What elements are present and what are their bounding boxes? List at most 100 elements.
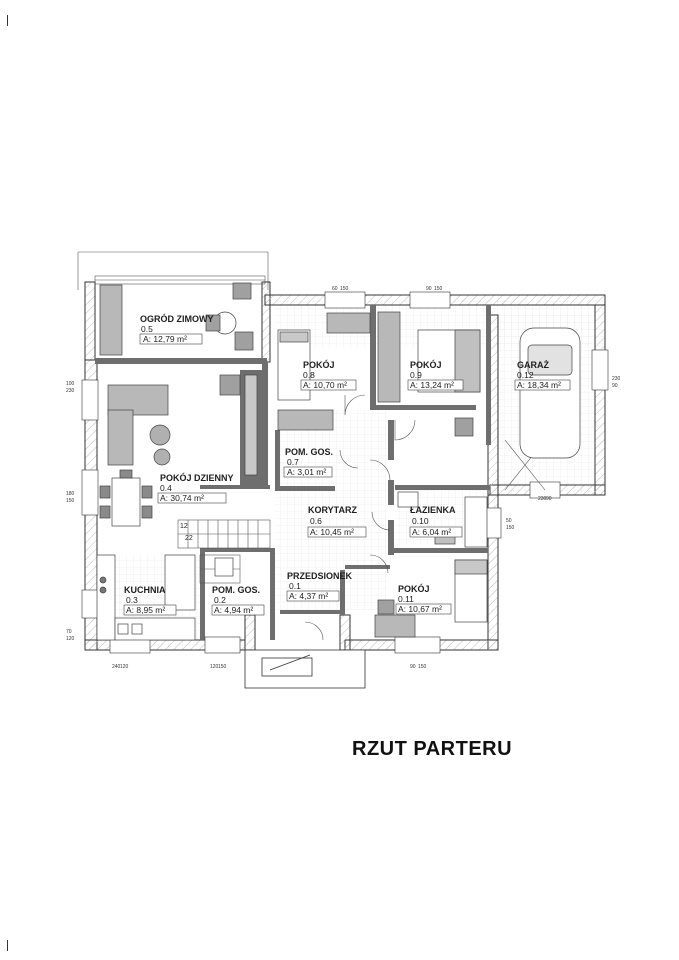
room-number: 0.12 xyxy=(517,370,534,380)
room-area: A: 10,70 m² xyxy=(303,380,347,390)
room-label-przedsionek: PRZEDSIONEK 0.1 A: 4,37 m² xyxy=(286,571,353,602)
pillow-icon xyxy=(279,331,309,343)
svg-text:150: 150 xyxy=(218,664,227,670)
staircase xyxy=(177,519,271,584)
kitchen-counter-icon xyxy=(114,617,196,641)
wardrobe-icon xyxy=(377,311,401,403)
pillow-icon xyxy=(454,559,488,575)
winter-garden-frame xyxy=(77,251,269,290)
room-area: A: 4,94 m² xyxy=(214,605,253,615)
room-area: A: 12,79 m² xyxy=(143,334,187,344)
room-number: 0.1 xyxy=(289,581,301,591)
sofa-icon xyxy=(107,409,134,466)
entrance-porch xyxy=(244,649,366,689)
sink-icon xyxy=(131,623,143,635)
svg-text:120: 120 xyxy=(66,636,75,642)
dining-table-icon xyxy=(111,477,141,527)
svg-text:90: 90 xyxy=(426,286,432,292)
svg-text:180: 180 xyxy=(66,491,75,497)
chair-icon xyxy=(232,282,252,300)
chair-icon xyxy=(234,331,254,351)
room-number: 0.4 xyxy=(160,483,172,493)
room-number: 0.9 xyxy=(410,370,422,380)
room-name: POKÓJ xyxy=(398,583,430,594)
svg-text:90: 90 xyxy=(410,664,416,670)
svg-text:150: 150 xyxy=(506,525,515,531)
room-number: 0.8 xyxy=(303,370,315,380)
room-area: A: 3,01 m² xyxy=(287,467,326,477)
sink-icon xyxy=(117,623,129,635)
svg-text:50: 50 xyxy=(506,518,512,524)
room-area: A: 10,45 m² xyxy=(310,527,354,537)
room-area: A: 18,34 m² xyxy=(517,380,561,390)
wardrobe-icon xyxy=(277,409,334,431)
room-number: 0.7 xyxy=(287,457,299,467)
stair-label: 22 xyxy=(185,535,193,542)
car-windshield-icon xyxy=(527,344,573,376)
room-name: POKÓJ xyxy=(303,359,335,370)
svg-text:230: 230 xyxy=(66,388,75,394)
svg-text:230: 230 xyxy=(538,496,547,502)
svg-text:120: 120 xyxy=(120,664,129,670)
room-number: 0.10 xyxy=(412,516,429,526)
kitchen-island-icon xyxy=(164,554,196,611)
room-name: PRZEDSIONEK xyxy=(287,571,353,581)
room-name: ŁAZIENKA xyxy=(410,505,456,515)
page-edge-mark xyxy=(7,940,8,951)
room-label-pokoj09: POKÓJ 0.9 A: 13,24 m² xyxy=(407,359,464,391)
room-name: POM. GOS. xyxy=(285,447,333,457)
room-number: 0.2 xyxy=(214,595,226,605)
furniture xyxy=(96,282,581,641)
room-name: POKÓJ xyxy=(410,359,442,370)
armchair-icon xyxy=(219,374,241,396)
room-label-pokoj011: POKÓJ 0.11 A: 10,67 m² xyxy=(395,583,452,615)
room-area: A: 6,04 m² xyxy=(412,527,451,537)
chair-icon xyxy=(99,485,111,499)
sofa-icon xyxy=(99,284,123,356)
room-label-dzienny: POKÓJ DZIENNY 0.4 A: 30,74 m² xyxy=(157,472,234,504)
svg-text:150: 150 xyxy=(434,286,443,292)
room-number: 0.5 xyxy=(141,324,153,334)
side-table-icon xyxy=(149,424,171,446)
toilet-icon xyxy=(397,491,419,508)
room-number: 0.11 xyxy=(398,594,414,604)
chair-icon xyxy=(141,505,153,519)
room-name: POKÓJ DZIENNY xyxy=(160,472,234,483)
svg-text:90: 90 xyxy=(612,383,618,389)
side-table-icon xyxy=(153,448,171,466)
chair-icon xyxy=(141,485,153,499)
stair-label: 12 xyxy=(180,523,188,530)
room-name: KUCHNIA xyxy=(124,585,166,595)
svg-text:230: 230 xyxy=(612,376,621,382)
room-label-pomgos02: POM. GOS. 0.2 A: 4,94 m² xyxy=(211,585,265,616)
svg-text:90: 90 xyxy=(546,496,552,502)
svg-text:60: 60 xyxy=(332,286,338,292)
room-label-lazienka: ŁAZIENKA 0.10 A: 6,04 m² xyxy=(409,505,463,538)
cooktop-icon xyxy=(99,576,107,584)
room-area: A: 8,95 m² xyxy=(126,605,165,615)
room-number: 0.3 xyxy=(126,595,138,605)
tv-cabinet-icon xyxy=(244,374,258,476)
desk-icon xyxy=(326,312,371,334)
page-edge-mark xyxy=(7,15,8,26)
chair-icon xyxy=(377,599,395,615)
chair-icon xyxy=(205,314,221,332)
room-area: A: 13,24 m² xyxy=(410,380,454,390)
svg-text:150: 150 xyxy=(418,664,427,670)
svg-text:150: 150 xyxy=(66,498,75,504)
dimension-marks: 60 150 90 150 100 230 180 150 70 120 240… xyxy=(66,286,621,670)
toilet-icon xyxy=(214,557,234,577)
room-label-kuchnia: KUCHNIA 0.3 A: 8,95 m² xyxy=(123,585,177,616)
svg-text:150: 150 xyxy=(340,286,349,292)
room-label-ogrod: OGRÓD ZIMOWY 0.5 A: 12,79 m² xyxy=(139,313,214,345)
room-area: A: 30,74 m² xyxy=(160,493,204,503)
svg-text:240: 240 xyxy=(112,664,121,670)
chair-icon xyxy=(454,417,474,437)
room-name: GARAŻ xyxy=(517,360,549,370)
room-label-pokoj08: POKÓJ 0.8 A: 10,70 m² xyxy=(300,359,357,391)
room-name: POM. GOS. xyxy=(212,585,260,595)
tile-zone xyxy=(275,410,387,610)
bathtub-icon xyxy=(464,496,488,548)
room-label-garaz: GARAŻ 0.12 A: 18,34 m² xyxy=(514,360,571,391)
